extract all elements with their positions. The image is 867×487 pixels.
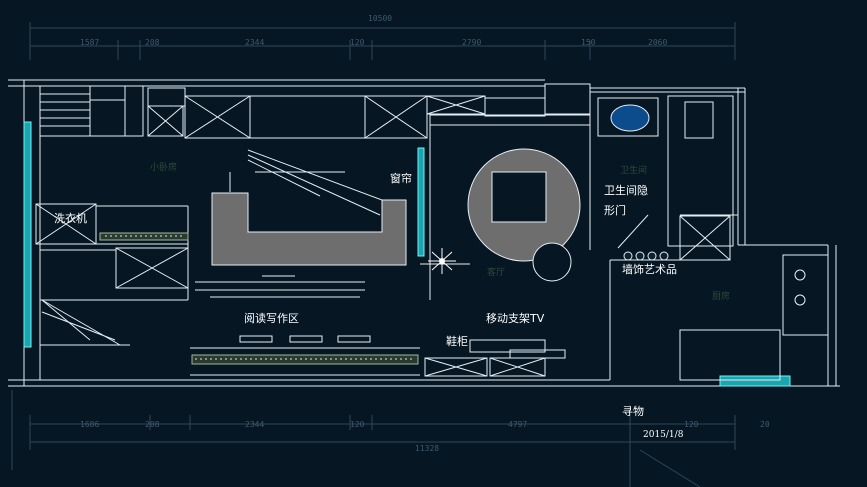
wall-art-circles [623, 251, 669, 261]
dim-top-7: 2060 [648, 38, 668, 47]
bath-fixture-lines [40, 299, 130, 346]
window-curtain [417, 147, 425, 257]
dim-top-4: 120 [350, 38, 365, 47]
label-curtain: 窗帘 [390, 172, 412, 185]
label-bath-door-2: 形门 [604, 204, 626, 217]
dim-bottom-2: 208 [145, 420, 160, 429]
dim-top-2: 208 [145, 38, 160, 47]
desk-detail-lines [195, 149, 383, 298]
dim-bottom-6: 120 [684, 420, 699, 429]
label-bath-door-1: 卫生间隐 [604, 184, 648, 197]
label-wall-art: 墙饰艺术品 [622, 263, 677, 276]
dim-bottom-7: 20 [760, 420, 770, 429]
window-left [23, 121, 32, 348]
dim-top-6: 150 [581, 38, 596, 47]
bottom-guides [629, 405, 701, 487]
room-living: 客厅 [487, 268, 506, 278]
dimension-lines [11, 22, 736, 470]
stool-row [190, 335, 420, 376]
dim-top-1: 1587 [80, 38, 100, 47]
walls [8, 79, 840, 387]
living-area-lines [420, 92, 591, 377]
stair-block [39, 85, 186, 137]
dim-bottom-5: 4797 [508, 420, 528, 429]
dim-bottom-3: 2344 [245, 420, 265, 429]
label-shoe-cabinet: 鞋柜 [446, 335, 468, 348]
bathroom-fixtures [597, 95, 738, 380]
dim-top-total: 10500 [368, 14, 393, 23]
label-storage: 寻物 [622, 405, 644, 418]
drawing-date: 2015/1/8 [643, 430, 684, 440]
tv-stand [491, 171, 547, 223]
room-kitchen: 厨房 [712, 292, 731, 302]
small-round-stool [532, 242, 572, 282]
dim-bottom-4: 120 [350, 420, 365, 429]
dim-bottom-1: 1686 [80, 420, 100, 429]
dim-top-3: 2344 [245, 38, 265, 47]
label-tv: 移动支架TV [486, 312, 545, 325]
label-washer: 洗衣机 [54, 212, 87, 225]
light-strip-upper [99, 232, 189, 241]
washer-box [35, 203, 189, 301]
bathtub [610, 104, 650, 132]
room-bathroom: 卫生间 [620, 166, 648, 176]
reading-desk [211, 192, 407, 266]
window-kitchen [719, 375, 791, 387]
dim-bottom-total: 11328 [415, 444, 440, 453]
room-small-bedroom: 小卧房 [150, 163, 178, 173]
light-dots [105, 235, 415, 360]
dim-top-5: 2790 [462, 38, 482, 47]
upper-cabinets [184, 83, 591, 139]
label-reading-area: 阅读写作区 [244, 312, 299, 325]
light-center [439, 258, 445, 264]
kitchen-fixtures [679, 254, 829, 381]
